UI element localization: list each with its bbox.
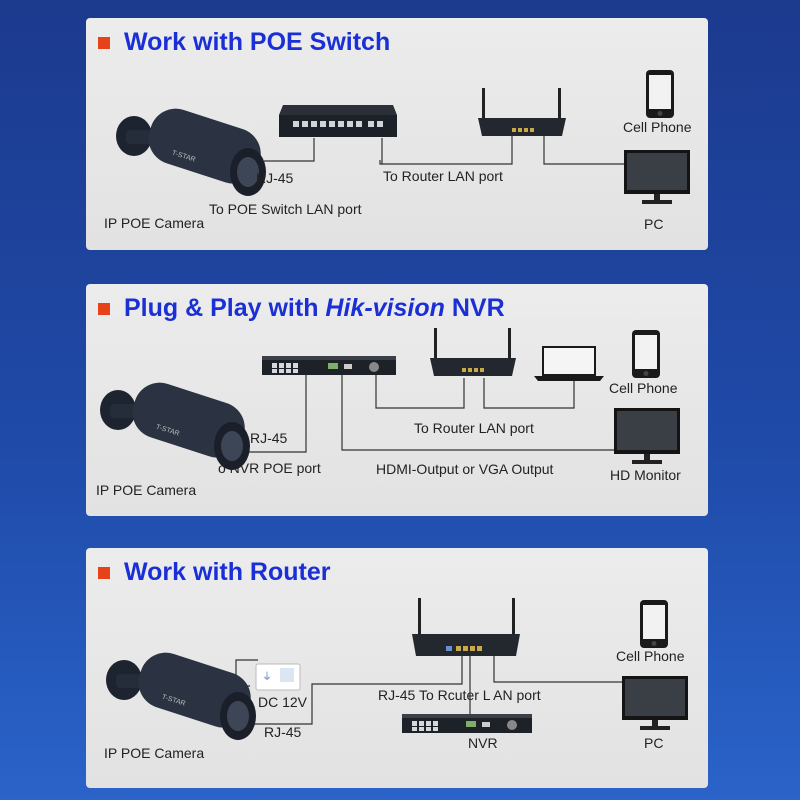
- router-icon: [430, 328, 516, 376]
- label-router-port: RJ-45 To Rcuter L AN port: [378, 687, 541, 703]
- nvr-icon: [262, 356, 396, 375]
- label-hdmi-vga: HDMI-Output or VGA Output: [376, 461, 554, 477]
- label-router-port: To Router LAN port: [383, 168, 503, 184]
- label-cell-phone: Cell Phone: [616, 648, 685, 664]
- label-cell-phone: Cell Phone: [623, 119, 692, 135]
- cell-phone-icon: [632, 330, 660, 378]
- panel-router: Work with Router T-STAR ⏚: [86, 548, 708, 788]
- label-switch-port: To POE Switch LAN port: [209, 201, 362, 217]
- label-nvr-port: o NVR POE port: [218, 460, 321, 476]
- nvr-icon: [402, 714, 532, 733]
- label-router-port: To Router LAN port: [414, 420, 534, 436]
- power-adapter-icon: ⏚: [255, 663, 301, 691]
- bullet-square-icon: [98, 302, 110, 315]
- label-pc: PC: [644, 216, 664, 232]
- label-pc: PC: [644, 735, 664, 751]
- router-icon: [478, 88, 566, 136]
- label-ip-camera: IP POE Camera: [104, 215, 205, 231]
- ip-camera-icon: T-STAR: [100, 382, 250, 470]
- label-dc-12v: DC 12V: [258, 694, 308, 710]
- label-rj45: RJ-45: [250, 430, 288, 446]
- panel-hikvision-nvr: Plug & Play with Hik-vision NVR T-STAR: [86, 284, 708, 516]
- cell-phone-icon: [640, 600, 668, 648]
- bullet-square-icon: [98, 36, 110, 49]
- poe-switch-icon: [279, 105, 397, 137]
- label-nvr: NVR: [468, 735, 498, 751]
- laptop-icon: [534, 346, 604, 381]
- pc-monitor-icon: [624, 150, 690, 204]
- cell-phone-icon: [646, 70, 674, 118]
- section-title-router: Work with Router: [98, 558, 330, 587]
- label-cell-phone: Cell Phone: [609, 380, 678, 396]
- ip-camera-icon: T-STAR: [116, 108, 266, 196]
- section-title-nvr: Plug & Play with Hik-vision NVR: [98, 294, 505, 323]
- label-ip-camera: IP POE Camera: [104, 745, 205, 761]
- panel-poe-switch: Work with POE Switch T-STAR: [86, 18, 708, 250]
- ip-camera-icon: T-STAR: [106, 652, 256, 740]
- section-title-poe-switch: Work with POE Switch: [98, 28, 390, 57]
- bullet-square-icon: [98, 566, 110, 579]
- label-ip-camera: IP POE Camera: [96, 482, 197, 498]
- label-hd-monitor: HD Monitor: [610, 467, 681, 483]
- pc-monitor-icon: [622, 676, 688, 730]
- router-icon: [412, 598, 520, 656]
- label-rj45: RJ-45: [256, 170, 294, 186]
- svg-text:⏚: ⏚: [262, 671, 272, 683]
- hd-monitor-icon: [614, 408, 680, 464]
- label-rj45: RJ-45: [264, 724, 302, 740]
